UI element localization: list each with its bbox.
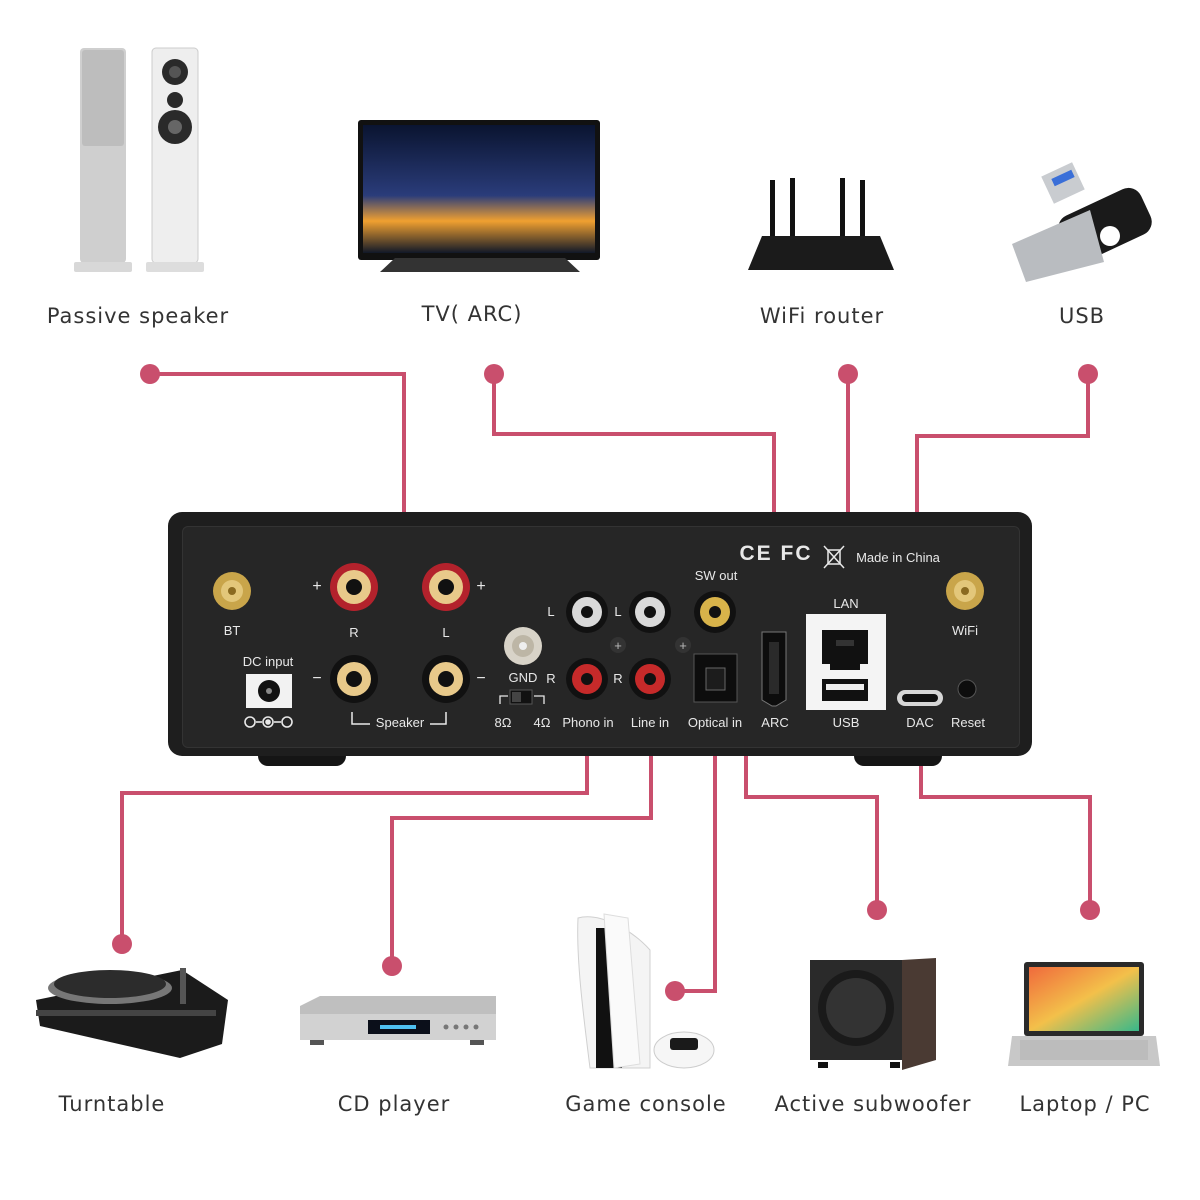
speaker-terminal-l-plus-icon [422, 563, 470, 611]
dot-tv [484, 364, 504, 384]
usb-drive-icon [1012, 162, 1152, 282]
device-label-tv: TV( ARC) [421, 302, 523, 326]
label-line-in: Line in [630, 715, 670, 730]
label-lan: LAN [833, 596, 859, 611]
label-line-l: L [614, 604, 622, 619]
label-speaker-r-plus: + [312, 578, 322, 595]
label-speaker-l: L [442, 625, 450, 640]
label-4-ohm: 4Ω [533, 715, 551, 730]
rca-phono-l-icon [566, 591, 608, 633]
polarity-symbol-icon [244, 716, 293, 728]
rca-sw-out-icon [694, 591, 736, 633]
label-phono-in: Phono in [562, 715, 614, 730]
label-dac: DAC [906, 715, 934, 730]
usb-port-icon [822, 679, 868, 701]
line-cd-player [390, 735, 653, 966]
rca-line-r-icon [629, 658, 671, 700]
label-speaker-r-minus: − [312, 670, 322, 687]
bt-antenna-icon [213, 572, 251, 610]
impedance-switch-icon [509, 689, 533, 705]
label-speaker: Speaker [375, 715, 425, 730]
screw-icon: + [610, 637, 626, 653]
device-label-cd-player: CD player [337, 1092, 451, 1116]
dot-passive-speaker [140, 364, 160, 384]
speaker-terminal-r-plus-icon [330, 563, 378, 611]
device-label-passive-speaker: Passive speaker [46, 304, 230, 328]
device-label-game-console: Game console [565, 1092, 727, 1116]
label-sw-out: SW out [694, 568, 738, 583]
dot-usb [1078, 364, 1098, 384]
optical-port-icon [693, 653, 738, 703]
dot-cd-player [382, 956, 402, 976]
label-made-in-china: Made in China [856, 550, 940, 565]
screw-icon-2: + [675, 637, 691, 653]
label-dc-input: DC input [242, 654, 294, 669]
device-label-usb: USB [1058, 304, 1106, 328]
speaker-terminal-r-minus-icon [330, 655, 378, 703]
dc-input-jack-icon [246, 674, 292, 708]
label-usb-port: USB [832, 715, 860, 730]
svg-text:+: + [679, 638, 687, 653]
router-icon [748, 178, 894, 270]
rca-line-l-icon [629, 591, 671, 633]
tv-icon [358, 120, 600, 272]
hdmi-arc-port-icon [761, 631, 787, 707]
speaker-terminal-l-minus-icon [422, 655, 470, 703]
wifi-antenna-icon [946, 572, 984, 610]
rca-phono-r-icon [566, 658, 608, 700]
amplifier-rear-panel [168, 512, 1032, 756]
label-gnd: GND [508, 670, 538, 685]
dot-subwoofer [867, 900, 887, 920]
floor-speakers-icon [74, 47, 204, 272]
label-arc: ARC [761, 715, 789, 730]
usb-c-dac-port-icon [897, 690, 943, 706]
label-8-ohm: 8Ω [494, 715, 512, 730]
turntable-icon [36, 968, 228, 1058]
line-turntable [120, 735, 589, 944]
dot-game-console [665, 981, 685, 1001]
label-bt: BT [223, 623, 241, 638]
line-laptop [919, 735, 1092, 908]
device-label-active-subwoofer: Active subwoofer [774, 1092, 972, 1116]
laptop-icon [1008, 962, 1160, 1066]
svg-text:+: + [614, 638, 622, 653]
panel-face [182, 526, 1020, 748]
lan-port-icon [822, 630, 868, 670]
ground-post-icon [504, 627, 542, 665]
label-optical-in: Optical in [687, 715, 743, 730]
label-phono-r: R [546, 671, 556, 686]
label-wifi: WiFi [952, 623, 978, 638]
device-label-wifi-router: WiFi router [759, 304, 885, 328]
dot-laptop [1080, 900, 1100, 920]
dot-turntable [112, 934, 132, 954]
reset-button-icon [957, 679, 977, 699]
cd-player-icon [300, 996, 496, 1045]
line-game-console [675, 735, 717, 993]
label-speaker-l-minus: − [476, 670, 486, 687]
device-label-laptop: Laptop / PC [1019, 1092, 1151, 1116]
label-line-r: R [613, 671, 623, 686]
label-certification: CE FC [739, 542, 813, 565]
subwoofer-icon [810, 958, 936, 1070]
label-reset: Reset [951, 715, 985, 730]
game-console-icon [577, 913, 715, 1069]
label-speaker-l-plus: + [476, 578, 486, 595]
label-phono-l: L [547, 604, 555, 619]
device-label-turntable: Turntable [58, 1092, 166, 1116]
label-speaker-r: R [349, 625, 359, 640]
weee-bin-icon [823, 545, 845, 569]
dot-router [838, 364, 858, 384]
